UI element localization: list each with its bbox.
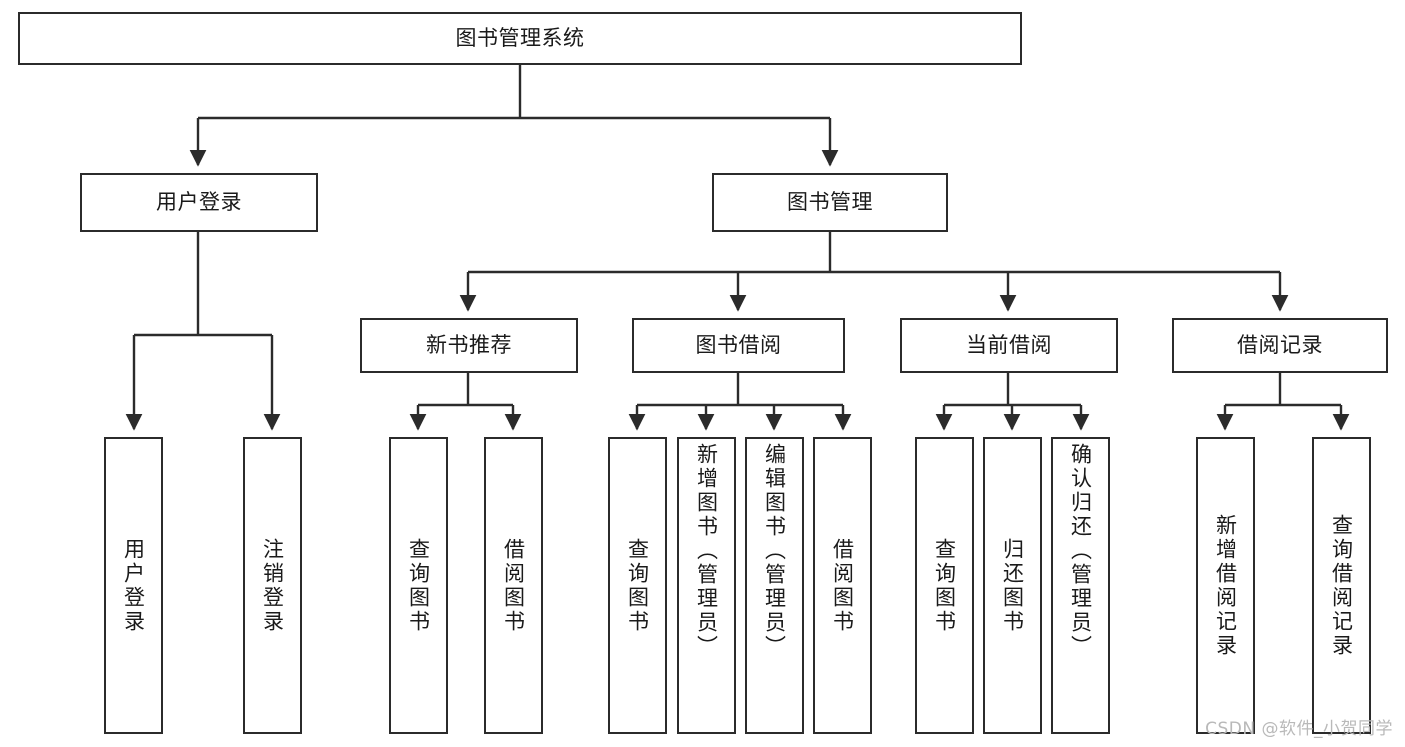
node-leaf-user-login-label: 用户登录 <box>121 537 146 634</box>
node-leaf-query-book-borrow-label: 查询图书 <box>625 537 650 634</box>
node-book-manage[interactable]: 图书管理 <box>712 173 948 232</box>
node-leaf-return-book-label: 归还图书 <box>1000 537 1025 634</box>
node-leaf-borrow-book[interactable]: 借阅图书 <box>813 437 872 734</box>
node-user-login[interactable]: 用户登录 <box>80 173 318 232</box>
node-leaf-add-book-label: 新增图书（管理员） <box>694 443 719 659</box>
node-leaf-user-login[interactable]: 用户登录 <box>104 437 163 734</box>
node-leaf-query-book-rec-label: 查询图书 <box>406 537 431 634</box>
node-borrow-record[interactable]: 借阅记录 <box>1172 318 1388 373</box>
node-leaf-query-book-cur[interactable]: 查询图书 <box>915 437 974 734</box>
node-leaf-borrow-book-label: 借阅图书 <box>830 537 855 634</box>
node-leaf-query-book-borrow[interactable]: 查询图书 <box>608 437 667 734</box>
node-leaf-borrow-book-rec-label: 借阅图书 <box>501 537 526 634</box>
watermark: CSDN @软件_小贺同学 <box>1205 719 1393 739</box>
node-leaf-confirm-return[interactable]: 确认归还（管理员） <box>1051 437 1110 734</box>
node-user-login-label: 用户登录 <box>156 189 242 214</box>
node-leaf-return-book[interactable]: 归还图书 <box>983 437 1042 734</box>
node-leaf-add-book[interactable]: 新增图书（管理员） <box>677 437 736 734</box>
node-current-borrow-label: 当前借阅 <box>966 332 1052 357</box>
node-root-label: 图书管理系统 <box>455 25 585 50</box>
node-current-borrow[interactable]: 当前借阅 <box>900 318 1118 373</box>
node-leaf-add-record-label: 新增借阅记录 <box>1213 513 1238 658</box>
node-leaf-logout-label: 注销登录 <box>260 537 285 634</box>
node-book-borrow[interactable]: 图书借阅 <box>632 318 845 373</box>
node-root[interactable]: 图书管理系统 <box>18 12 1022 65</box>
node-leaf-logout[interactable]: 注销登录 <box>243 437 302 734</box>
node-leaf-edit-book[interactable]: 编辑图书（管理员） <box>745 437 804 734</box>
node-book-borrow-label: 图书借阅 <box>695 332 782 357</box>
node-leaf-confirm-return-label: 确认归还（管理员） <box>1068 443 1093 659</box>
node-leaf-add-record[interactable]: 新增借阅记录 <box>1196 437 1255 734</box>
node-book-manage-label: 图书管理 <box>787 189 873 214</box>
node-new-book-recommend-label: 新书推荐 <box>426 332 512 357</box>
node-leaf-query-record-label: 查询借阅记录 <box>1329 513 1354 658</box>
node-leaf-query-book-rec[interactable]: 查询图书 <box>389 437 448 734</box>
node-leaf-borrow-book-rec[interactable]: 借阅图书 <box>484 437 543 734</box>
node-new-book-recommend[interactable]: 新书推荐 <box>360 318 578 373</box>
node-borrow-record-label: 借阅记录 <box>1237 332 1323 357</box>
node-leaf-query-record[interactable]: 查询借阅记录 <box>1312 437 1371 734</box>
node-leaf-query-book-cur-label: 查询图书 <box>932 537 957 634</box>
node-leaf-edit-book-label: 编辑图书（管理员） <box>762 443 787 659</box>
